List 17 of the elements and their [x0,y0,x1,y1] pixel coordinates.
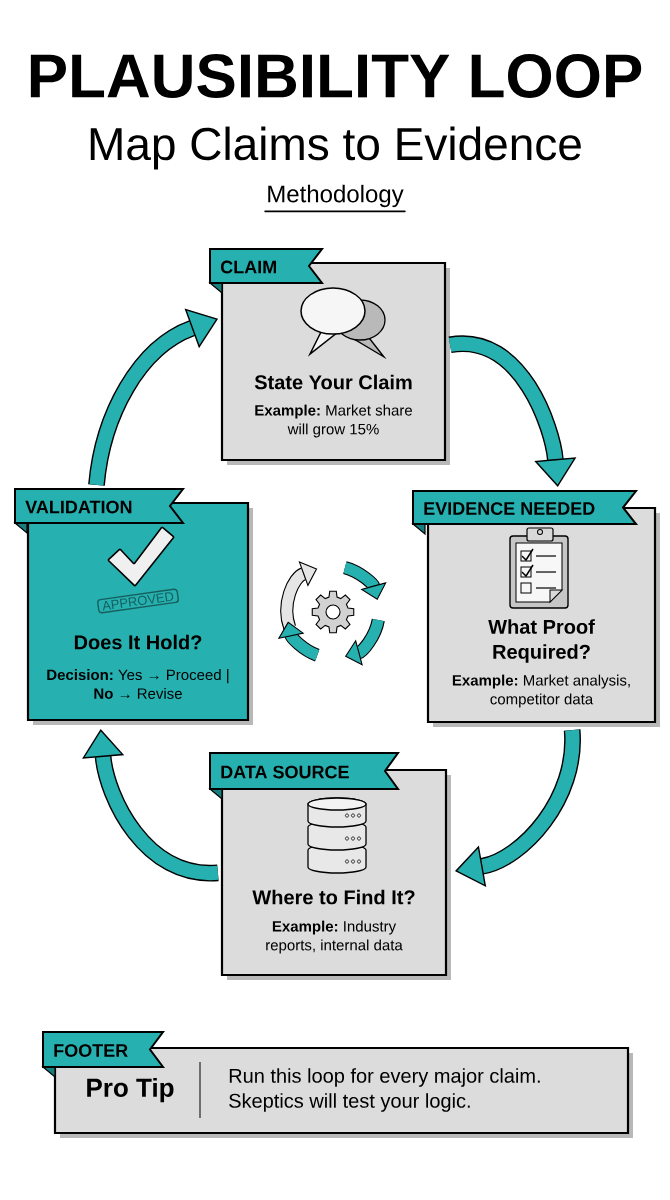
tip-heading: Pro Tip [87,1077,174,1103]
heading: State Your Claim [254,374,412,390]
tagline: Methodology [268,184,404,208]
title: PLAUSIBILITY LOOP [30,54,642,98]
heading: Where to Find It? [252,889,415,905]
arrow [455,729,581,888]
tip-text: Run this loop for every major claim. Skeptics will test your logic. [229,1068,540,1112]
arrow [82,729,218,882]
heading: What Proof Required? [488,619,595,663]
decision-text: Decision: Yes → Proceed | No → Revise [47,669,229,699]
example-text: Example: Market analysis, competitor data [452,674,630,708]
example-text: Example: Market share will grow 15% [255,404,412,438]
example-text: Example: Industry reports, internal data [266,920,403,954]
subtitle: Map Claims to Evidence [90,126,581,170]
stamp: APPROVED [97,588,179,614]
arrow [449,335,577,487]
heading: Does It Hold? [74,634,202,650]
